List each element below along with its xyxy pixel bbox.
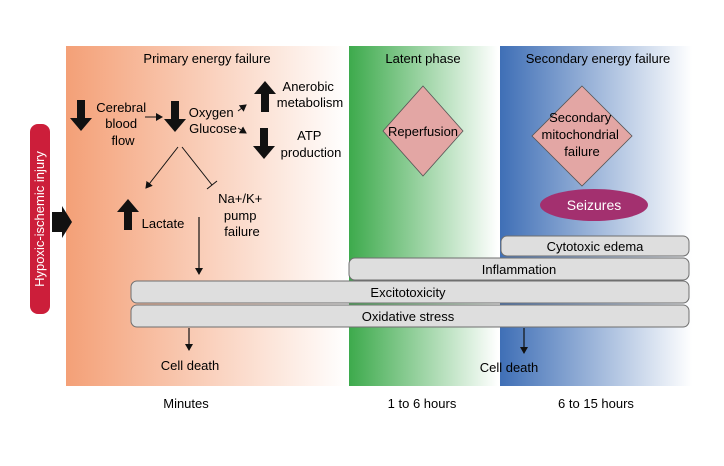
atp-label: ATP production (281, 128, 342, 160)
primary-cell-death-label: Cell death (161, 358, 220, 373)
pump-line-1: Na+/K+ (218, 191, 262, 206)
oxygen-to-pump-inhibit (181, 146, 213, 186)
reperfusion-label: Reperfusion (388, 124, 458, 139)
glucose-label: Glucose (189, 121, 237, 136)
secondary-cell-death-label: Cell death (480, 360, 539, 375)
secondary-phase-title: Secondary energy failure (526, 51, 671, 66)
injury-arrow-icon (52, 206, 72, 238)
cbf-line-1: Cerebral (96, 100, 146, 115)
inflammation-label: Inflammation (482, 262, 556, 277)
inflammation-bar (348, 257, 690, 281)
pump-failure-label: Na+/K+ pump failure (218, 191, 266, 239)
oxygen-glucose-label: Oxygen Glucose (189, 105, 237, 136)
oxidative-stress-bar (130, 304, 690, 328)
excitotoxicity-bar (130, 280, 690, 304)
seizures-badge (540, 189, 648, 221)
down-arrow-icon (164, 101, 186, 132)
injury-label: Hypoxic-ischemic injury (32, 151, 47, 287)
oxygen-to-lactate-arrow (145, 146, 179, 189)
atp-line-2: production (281, 145, 342, 160)
latent-phase-title: Latent phase (385, 51, 460, 66)
mito-line-3: failure (564, 144, 599, 159)
down-arrow-icon (253, 128, 275, 159)
oxygen-to-atp-arrow (237, 126, 247, 134)
up-arrow-icon (117, 199, 139, 230)
cbf-line-2: blood (105, 116, 137, 131)
atp-line-1: ATP (297, 128, 321, 143)
cerebral-blood-flow-label: Cerebral blood flow (96, 100, 149, 148)
anaerobic-line-2: metabolism (277, 95, 343, 110)
lactate-label: Lactate (142, 216, 185, 231)
primary-phase-title: Primary energy failure (143, 51, 270, 66)
mito-line-1: Secondary (549, 110, 612, 125)
pump-line-2: pump (224, 208, 257, 223)
mitochondrial-failure-label: Secondary mitochondrial failure (542, 110, 623, 159)
anaerobic-line-1: Anerobic (283, 79, 335, 94)
seizures-label: Seizures (567, 197, 621, 213)
cytotoxic-edema-bar (500, 235, 690, 257)
down-arrow-icon (70, 100, 92, 131)
up-arrow-icon (254, 81, 276, 112)
oxidative-stress-label: Oxidative stress (362, 309, 455, 324)
mitochondrial-failure-diamond (531, 85, 633, 187)
primary-time-label: Minutes (163, 396, 209, 411)
secondary-time-label: 6 to 15 hours (558, 396, 634, 411)
latent-time-label: 1 to 6 hours (388, 396, 457, 411)
oxygen-to-anaerobic-arrow (237, 104, 247, 112)
cytotoxic-edema-label: Cytotoxic edema (547, 239, 645, 254)
cbf-line-3: flow (111, 133, 135, 148)
pump-inhibit-bar (206, 180, 218, 190)
pump-line-3: failure (224, 224, 259, 239)
reperfusion-diamond (382, 85, 464, 177)
excitotoxicity-label: Excitotoxicity (370, 285, 446, 300)
anaerobic-label: Anerobic metabolism (277, 79, 343, 110)
injury-badge (30, 124, 50, 314)
oxygen-label: Oxygen (189, 105, 234, 120)
mito-line-2: mitochondrial (542, 127, 619, 142)
primary-phase-panel (66, 46, 348, 386)
